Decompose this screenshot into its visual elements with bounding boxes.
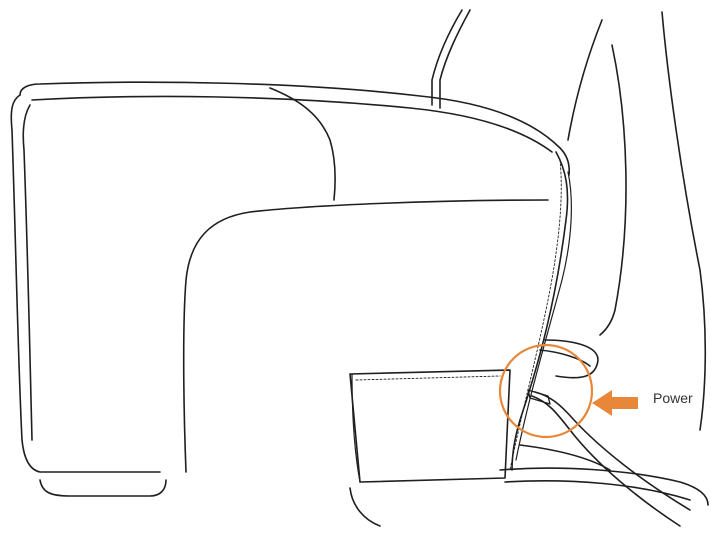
side-front-edge bbox=[516, 172, 571, 460]
base-outline bbox=[520, 445, 610, 470]
base-outline bbox=[505, 481, 690, 500]
arrow-left-icon bbox=[592, 390, 638, 416]
backrest-outline bbox=[568, 20, 602, 140]
backrest-outline bbox=[440, 10, 470, 108]
base-outline bbox=[40, 480, 166, 496]
base-outline bbox=[500, 468, 708, 505]
power-cable bbox=[532, 396, 680, 526]
base-outline bbox=[350, 488, 380, 526]
side-pocket-outline bbox=[356, 376, 500, 380]
inner-panel bbox=[184, 200, 548, 472]
highlight-circle bbox=[500, 345, 592, 437]
armrest-outline bbox=[23, 105, 32, 440]
armrest-curve bbox=[270, 88, 335, 200]
armrest-outline bbox=[20, 82, 569, 175]
backrest-outline bbox=[662, 12, 705, 430]
armrest-outline bbox=[11, 95, 160, 472]
backrest-outline bbox=[600, 45, 626, 335]
power-callout-label: Power bbox=[653, 390, 693, 406]
stitching-line bbox=[510, 160, 561, 470]
side-pocket-outline bbox=[350, 370, 510, 482]
